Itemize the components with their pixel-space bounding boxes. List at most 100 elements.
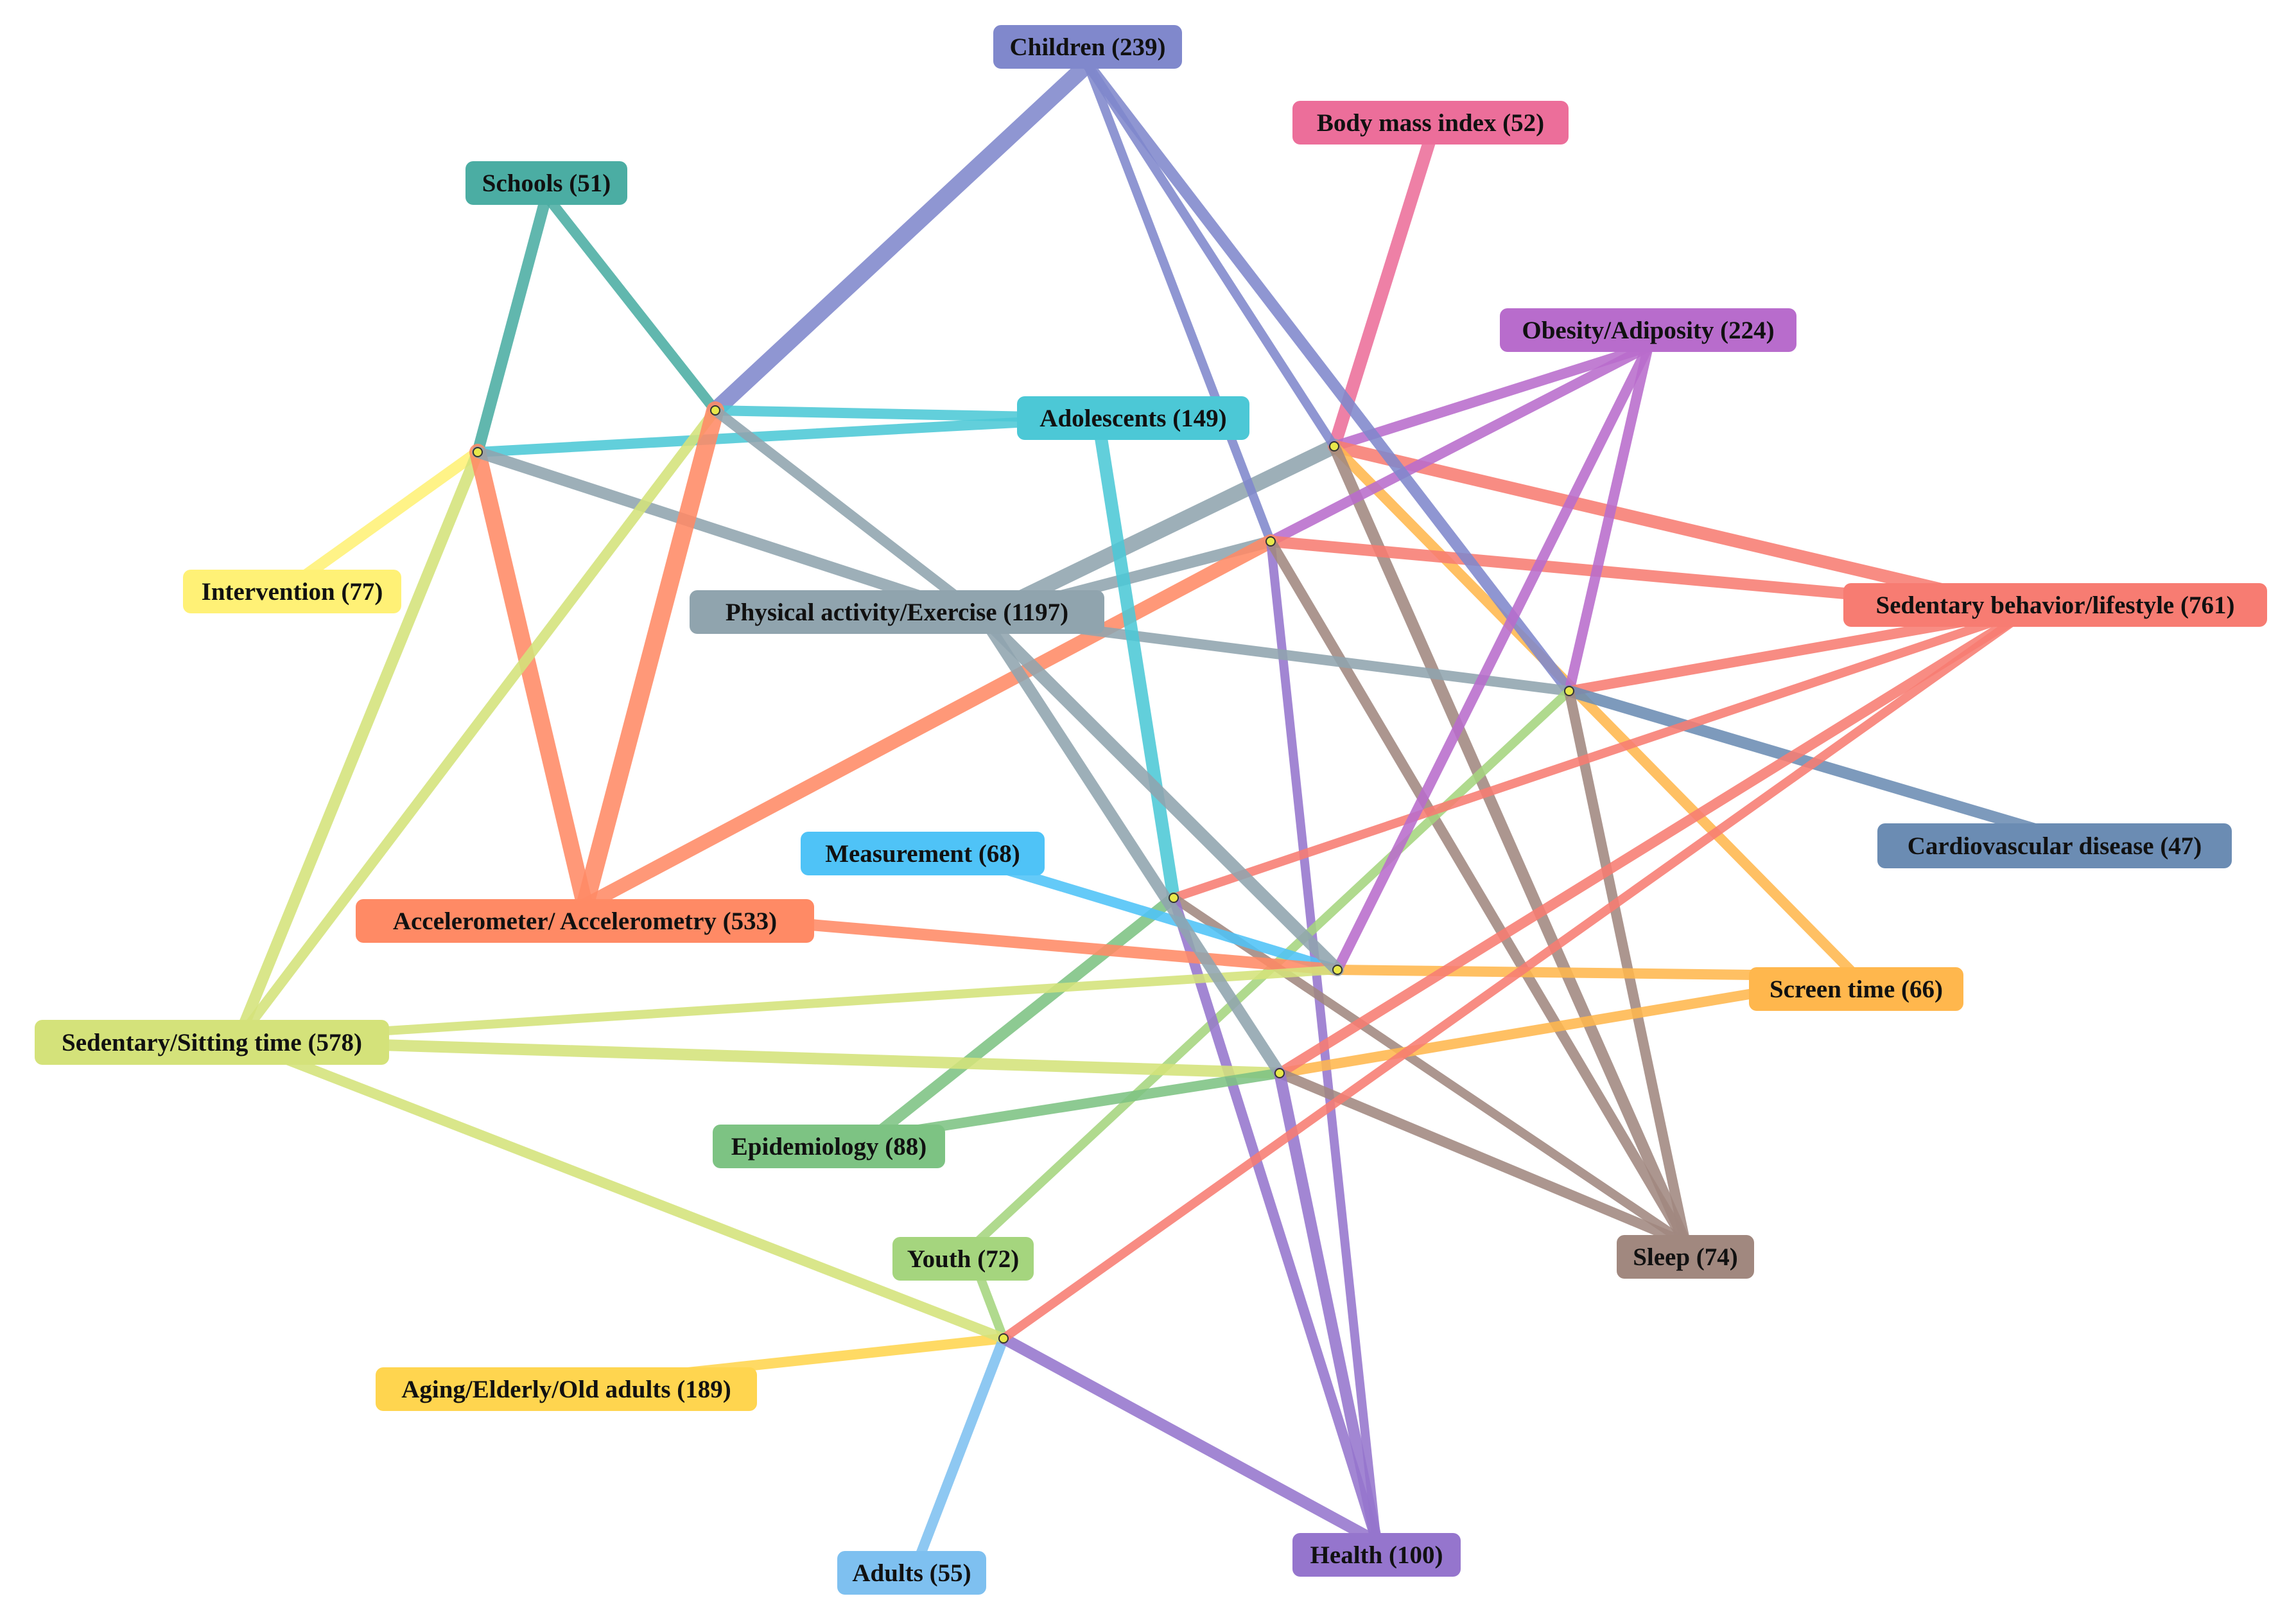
edge-h2-sitting — [232, 405, 720, 1046]
node-children: Children (239) — [993, 25, 1182, 69]
hub-point-h2 — [710, 405, 720, 416]
hub-point-h4 — [1265, 536, 1276, 547]
edge-h3-obesity — [1329, 342, 1653, 451]
node-adolescents: Adolescents (149) — [1017, 396, 1249, 440]
edge-h7-measurement — [971, 855, 1343, 975]
edge-h9-sedentary_beh — [999, 606, 2033, 1343]
node-label-obesity: Obesity/Adiposity (224) — [1522, 317, 1774, 344]
edge-h1-adolescents — [473, 413, 1103, 457]
edge-h3-children — [1083, 60, 1339, 451]
node-label-children: Children (239) — [1009, 33, 1165, 61]
edge-h3-bmi — [1328, 132, 1437, 453]
edge-h7-sitting — [233, 965, 1342, 1045]
hub-point-h1 — [473, 447, 483, 457]
node-sleep: Sleep (74) — [1617, 1235, 1754, 1279]
node-box-adults — [837, 1551, 986, 1595]
edge-h6-sedentary_beh — [1169, 606, 2033, 902]
node-label-health: Health (100) — [1310, 1541, 1443, 1569]
node-label-youth: Youth (72) — [907, 1245, 1019, 1273]
edge-h8-sleep — [1274, 1068, 1691, 1248]
edge-h8-pa — [977, 611, 1285, 1079]
node-label-aging: Aging/Elderly/Old adults (189) — [401, 1376, 731, 1403]
node-aging: Aging/Elderly/Old adults (189) — [376, 1367, 757, 1411]
edge-h9-adults — [913, 1333, 1009, 1566]
node-measurement: Measurement (68) — [801, 832, 1045, 875]
node-label-accelerometer: Accelerometer/ Accelerometry (533) — [393, 907, 777, 935]
node-box-epidemiology — [713, 1125, 945, 1168]
edge-h1-intervention — [296, 446, 483, 584]
edge-h7-pa — [976, 610, 1344, 976]
edge-h4-obesity — [1265, 342, 1653, 547]
edge-h3-screen — [1329, 441, 1861, 981]
edge-h2-pa — [710, 405, 987, 622]
node-label-measurement: Measurement (68) — [825, 840, 1020, 868]
node-bmi: Body mass index (52) — [1292, 101, 1569, 145]
hub-point-h8 — [1274, 1068, 1285, 1078]
edge-h5-obesity — [1564, 342, 1653, 696]
node-label-sleep: Sleep (74) — [1633, 1243, 1738, 1271]
node-label-screen: Screen time (66) — [1770, 976, 1943, 1003]
edge-h1-accelerometer — [469, 444, 593, 914]
node-box-accelerometer — [356, 899, 814, 943]
edge-h6-sleep — [1169, 893, 1690, 1247]
node-label-bmi: Body mass index (52) — [1317, 109, 1544, 137]
node-box-sitting — [35, 1020, 389, 1065]
node-label-cvd: Cardiovascular disease (47) — [1908, 832, 2202, 860]
edge-h4-children — [1083, 60, 1275, 546]
edge-h1-pa — [472, 446, 988, 622]
node-box-intervention — [183, 570, 401, 613]
node-box-screen — [1749, 967, 1963, 1011]
node-intervention: Intervention (77) — [183, 570, 401, 613]
edge-layer — [232, 56, 2060, 1566]
edge-h2-schools — [541, 191, 720, 416]
node-box-cvd — [1877, 823, 2232, 868]
edge-h8-sedentary_beh — [1274, 605, 2034, 1078]
node-box-obesity — [1500, 308, 1796, 352]
node-sitting: Sedentary/Sitting time (578) — [35, 1020, 389, 1065]
node-adults: Adults (55) — [837, 1551, 986, 1595]
edge-h6-health — [1169, 893, 1382, 1547]
node-box-bmi — [1292, 101, 1569, 145]
edge-h6-epidemiology — [867, 892, 1179, 1143]
node-box-schools — [465, 161, 627, 205]
node-cvd: Cardiovascular disease (47) — [1877, 823, 2232, 868]
edge-h2-children — [707, 56, 1096, 419]
node-box-health — [1292, 1533, 1461, 1577]
node-youth: Youth (72) — [892, 1237, 1034, 1281]
node-obesity: Obesity/Adiposity (224) — [1500, 308, 1796, 352]
edge-h9-health — [998, 1333, 1382, 1547]
node-box-sedentary_beh — [1843, 583, 2267, 627]
node-schools: Schools (51) — [465, 161, 627, 205]
node-sedentary_beh: Sedentary behavior/lifestyle (761) — [1843, 583, 2267, 627]
node-label-epidemiology: Epidemiology (88) — [731, 1133, 926, 1161]
hub-layer — [473, 405, 1574, 1344]
node-box-children — [993, 25, 1182, 69]
node-box-youth — [892, 1237, 1034, 1281]
node-accelerometer: Accelerometer/ Accelerometry (533) — [356, 899, 814, 943]
edge-h3-sedentary_beh — [1328, 440, 2035, 617]
node-label-intervention: Intervention (77) — [202, 578, 383, 606]
node-epidemiology: Epidemiology (88) — [713, 1125, 945, 1168]
edge-h7-obesity — [1332, 342, 1653, 975]
node-box-adolescents — [1017, 396, 1249, 440]
hub-point-h7 — [1332, 965, 1343, 975]
edge-h9-sitting — [232, 1035, 1009, 1344]
edge-h1-sitting — [232, 446, 483, 1046]
edge-h1-schools — [472, 190, 552, 458]
node-pa: Physical activity/Exercise (1197) — [690, 590, 1104, 634]
node-label-adolescents: Adolescents (149) — [1039, 405, 1226, 432]
hub-point-h6 — [1169, 893, 1179, 903]
edge-h5-sleep — [1564, 686, 1691, 1248]
hub-point-h5 — [1564, 686, 1574, 696]
hub-point-h9 — [998, 1333, 1009, 1344]
node-label-sedentary_beh: Sedentary behavior/lifestyle (761) — [1876, 591, 2235, 619]
edge-h6-adolescents — [1091, 412, 1180, 904]
node-screen: Screen time (66) — [1749, 967, 1963, 1011]
node-box-pa — [690, 590, 1104, 634]
node-label-pa: Physical activity/Exercise (1197) — [726, 599, 1068, 626]
edge-h8-health — [1274, 1067, 1382, 1547]
edge-h4-accelerometer — [578, 534, 1278, 913]
edge-h2-accelerometer — [576, 401, 724, 915]
edge-h8-sitting — [232, 1035, 1285, 1079]
edge-h5-children — [1082, 58, 1575, 697]
